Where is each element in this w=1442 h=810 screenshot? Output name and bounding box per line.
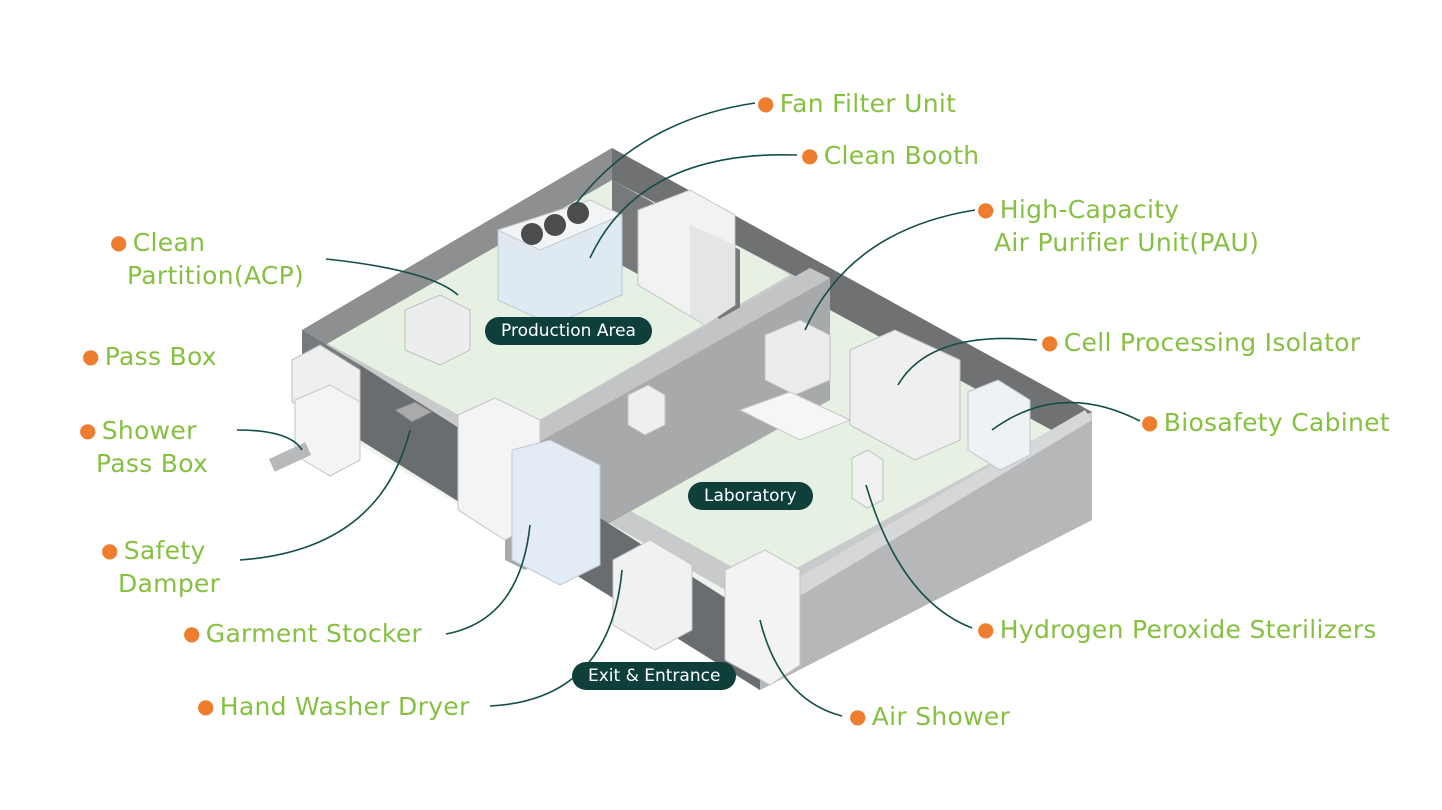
conveyor bbox=[268, 442, 312, 472]
area-badge-exit-entrance: Exit & Entrance bbox=[572, 662, 737, 690]
acp-cabinet-front bbox=[690, 225, 735, 325]
lab-pass-box bbox=[627, 384, 666, 436]
bullet-icon: ● bbox=[110, 230, 128, 254]
pau-units bbox=[764, 319, 831, 396]
bullet-icon: ● bbox=[82, 344, 100, 368]
area-badge-laboratory: Laboratory bbox=[688, 482, 813, 510]
label-hand-washer-dryer: ●Hand Washer Dryer bbox=[197, 692, 470, 721]
leader-pau bbox=[804, 209, 976, 331]
hydrogen-peroxide-sterilizer bbox=[851, 449, 884, 509]
leader-cell-isolator bbox=[897, 337, 1038, 386]
label-cell-processing-isolator: ●Cell Processing Isolator bbox=[1041, 328, 1361, 357]
leader-lines bbox=[236, 102, 1141, 717]
front-right-wall bbox=[760, 420, 1092, 690]
bullet-icon: ● bbox=[977, 197, 995, 221]
label-clean-booth: ●Clean Booth bbox=[801, 141, 980, 170]
label-biosafety-cabinet: ●Biosafety Cabinet bbox=[1141, 408, 1390, 437]
bullet-icon: ● bbox=[977, 617, 995, 641]
bullet-icon: ● bbox=[801, 143, 819, 167]
leader-biosafety bbox=[991, 401, 1141, 431]
ffu-fan-1 bbox=[521, 223, 543, 245]
bullet-icon: ● bbox=[79, 418, 97, 442]
leader-hydrogen-peroxide bbox=[865, 484, 973, 629]
bullet-icon: ● bbox=[849, 704, 867, 728]
leader-shower-pass-box bbox=[236, 429, 303, 451]
label-fan-filter-unit: ●Fan Filter Unit bbox=[757, 89, 957, 118]
bullet-icon: ● bbox=[1041, 330, 1059, 354]
bullet-icon: ● bbox=[183, 621, 201, 645]
bullet-icon: ● bbox=[197, 694, 215, 718]
leader-garment-stocker bbox=[445, 524, 531, 635]
cell-processing-isolator bbox=[849, 329, 961, 461]
leader-air-shower bbox=[759, 619, 843, 717]
leader-safety-damper bbox=[239, 429, 411, 561]
shower-pass-box bbox=[294, 384, 361, 477]
bullet-icon: ● bbox=[101, 538, 119, 562]
area-badge-production: Production Area bbox=[485, 317, 652, 345]
middle-partition-top bbox=[505, 268, 830, 450]
label-pass-box: ●Pass Box bbox=[82, 342, 217, 371]
hand-washer-dryer bbox=[612, 539, 693, 651]
leader-fan-filter-unit bbox=[574, 102, 756, 206]
bullet-icon: ● bbox=[757, 91, 775, 115]
label-hydrogen-peroxide-sterilizers: ●Hydrogen Peroxide Sterilizers bbox=[977, 615, 1377, 644]
bullet-icon: ● bbox=[1141, 410, 1159, 434]
leader-clean-booth bbox=[589, 154, 798, 259]
safety-damper-box bbox=[393, 401, 434, 423]
label-air-shower: ●Air Shower bbox=[849, 702, 1011, 731]
back-left-wall bbox=[302, 148, 612, 345]
label-garment-stocker: ●Garment Stocker bbox=[183, 619, 423, 648]
front-air-shower bbox=[724, 549, 801, 686]
ffu-fan-2 bbox=[544, 214, 566, 236]
leader-clean-partition bbox=[325, 258, 459, 296]
ffu-fan-3 bbox=[567, 202, 589, 224]
acp-unit-left bbox=[404, 294, 471, 366]
garment-stocker bbox=[511, 439, 601, 586]
